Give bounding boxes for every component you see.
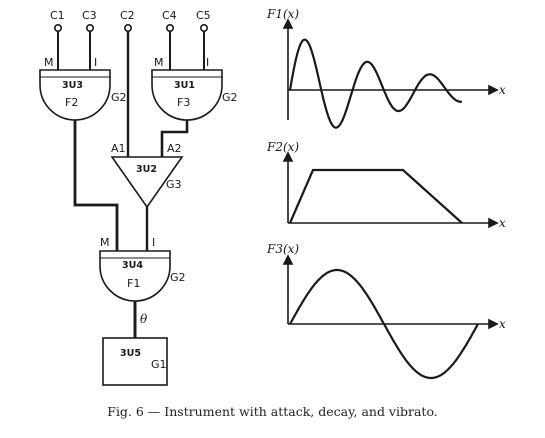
label-theta: θ xyxy=(140,312,148,326)
label-3u3-id: 3U3 xyxy=(62,80,83,91)
terminal-c1 xyxy=(53,23,62,32)
label-3u3-group: G2 xyxy=(111,91,127,104)
curve-f1-decaying-sine xyxy=(288,38,463,129)
triangle-3u2 xyxy=(110,156,184,209)
and-gate-3u4 xyxy=(99,250,171,302)
label-3u4-out: F1 xyxy=(127,277,140,290)
label-c3: C3 xyxy=(82,9,97,22)
terminal-c5 xyxy=(200,23,209,32)
label-3u4-m: M xyxy=(100,236,110,249)
label-c4: C4 xyxy=(162,9,177,22)
label-3u4-id: 3U4 xyxy=(122,260,143,271)
and-gate-3u3 xyxy=(39,69,111,121)
graph-f1-title: F1(x) xyxy=(266,7,299,21)
graph-f3-xlabel: x xyxy=(499,317,506,331)
wire-f2-to-3u4 xyxy=(73,120,119,251)
label-3u1-out: F3 xyxy=(177,96,190,109)
graph-f1-xlabel: x xyxy=(499,83,506,97)
graph-f3-axes xyxy=(282,254,499,330)
label-3u5-id: 3U5 xyxy=(120,348,141,359)
graph-f2-title: F2(x) xyxy=(266,140,299,154)
label-3u4-i: I xyxy=(152,236,155,249)
terminal-c4 xyxy=(166,23,175,32)
graph-f2-axes xyxy=(282,151,499,229)
label-3u4-group: G2 xyxy=(170,271,186,284)
label-3u2-a1: A1 xyxy=(111,142,126,155)
label-3u1-i: I xyxy=(206,56,209,69)
label-3u2-id: 3U2 xyxy=(136,164,157,175)
wire-f3-to-a2 xyxy=(160,120,189,157)
label-c1: C1 xyxy=(50,9,65,22)
and-gate-3u1 xyxy=(151,69,223,121)
terminal-c2 xyxy=(124,23,133,32)
label-3u1-m: M xyxy=(154,56,164,69)
curve-f2-envelope xyxy=(288,168,463,224)
label-3u2-group: G3 xyxy=(166,178,182,191)
graph-f1-axes xyxy=(282,18,499,120)
label-3u3-i: I xyxy=(94,56,97,69)
label-3u1-group: G2 xyxy=(222,91,238,104)
label-3u5-group: G1 xyxy=(151,358,167,371)
label-c5: C5 xyxy=(196,9,211,22)
label-3u1-id: 3U1 xyxy=(174,80,195,91)
label-3u3-out: F2 xyxy=(65,96,78,109)
label-3u2-a2: A2 xyxy=(167,142,182,155)
label-3u3-m: M xyxy=(44,56,54,69)
curve-f3-sine xyxy=(289,268,479,380)
label-c2: C2 xyxy=(120,9,135,22)
graph-f3-title: F3(x) xyxy=(266,242,299,256)
graph-f2-xlabel: x xyxy=(499,216,506,230)
terminal-c3 xyxy=(86,23,95,32)
figure-caption: Fig. 6 — Instrument with attack, decay, … xyxy=(107,404,438,419)
box-3u5 xyxy=(102,337,168,386)
